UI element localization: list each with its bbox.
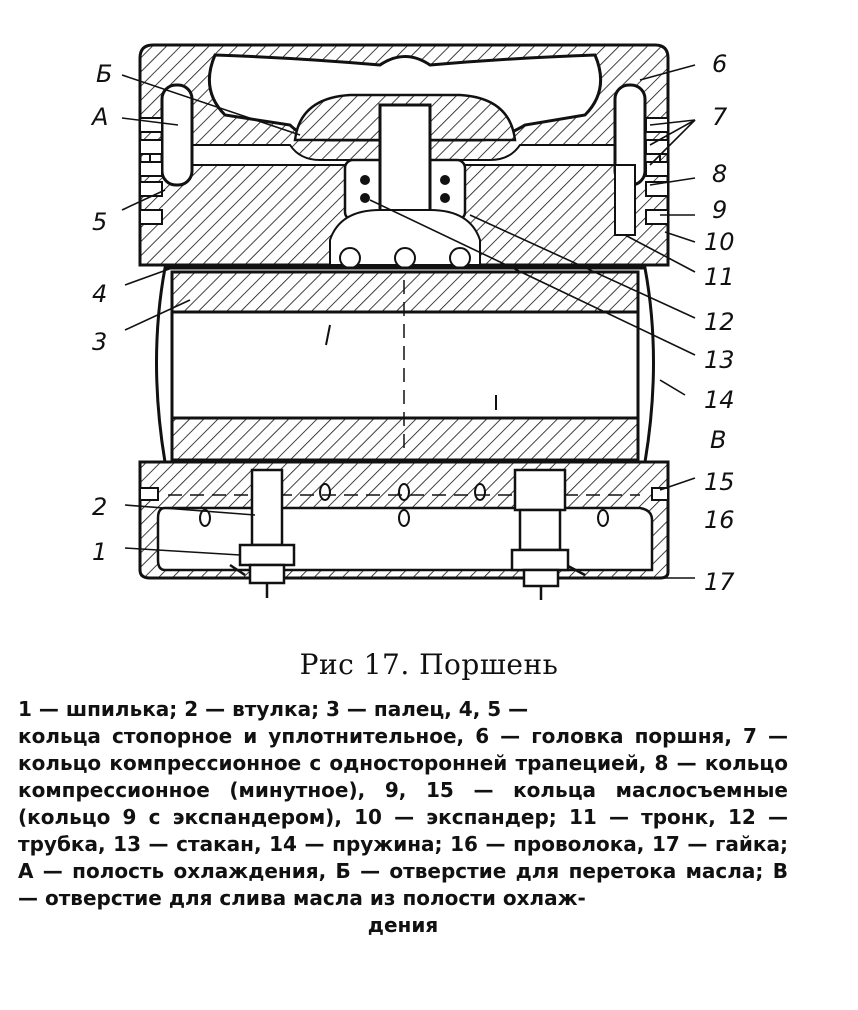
label-13: 13 [704, 346, 735, 374]
legend-last-line: дения [367, 913, 439, 937]
label-17: 17 [704, 568, 735, 596]
skirt-lower [138, 460, 670, 580]
figure-legend: 1 — шпилька; 2 — втулка; 3 — палец, 4, 5… [18, 696, 788, 939]
label-10: 10 [704, 228, 735, 256]
ring-grooves-left [139, 117, 163, 225]
label-9: 9 [712, 196, 727, 224]
label-2: 2 [92, 493, 107, 521]
stud-right [510, 468, 586, 600]
label-6: 6 [712, 50, 727, 78]
label-12: 12 [704, 308, 735, 336]
tube-12 [378, 103, 432, 217]
label-5: 5 [92, 208, 107, 236]
label-14: 14 [704, 386, 735, 414]
label-7: 7 [712, 103, 728, 131]
label-a: А [90, 103, 108, 131]
cooling-cavity-a [160, 83, 194, 187]
pin-3 [170, 270, 640, 314]
label-8: 8 [712, 160, 727, 188]
leader-lines [121, 64, 696, 579]
stud-left [229, 468, 296, 598]
piston-drawing: Б А 5 4 3 2 1 6 7 8 9 10 11 12 13 14 В 1… [90, 43, 735, 600]
label-v: В [710, 426, 726, 454]
figure-caption: Рис 17. Поршень [299, 648, 559, 681]
label-11: 11 [704, 263, 735, 291]
label-15: 15 [704, 468, 735, 496]
label-1: 1 [92, 538, 107, 566]
piston-head [138, 43, 670, 269]
label-3: 3 [92, 328, 107, 356]
label-b: Б [96, 60, 112, 88]
legend-line-1: 1 — шпилька; 2 — втулка; 3 — палец, 4, 5… [18, 697, 529, 721]
label-16: 16 [704, 506, 735, 534]
label-4: 4 [92, 280, 107, 308]
legend-body: кольца стопорное и уплотнительное, 6 — г… [18, 724, 788, 910]
trunk-11 [155, 266, 655, 464]
